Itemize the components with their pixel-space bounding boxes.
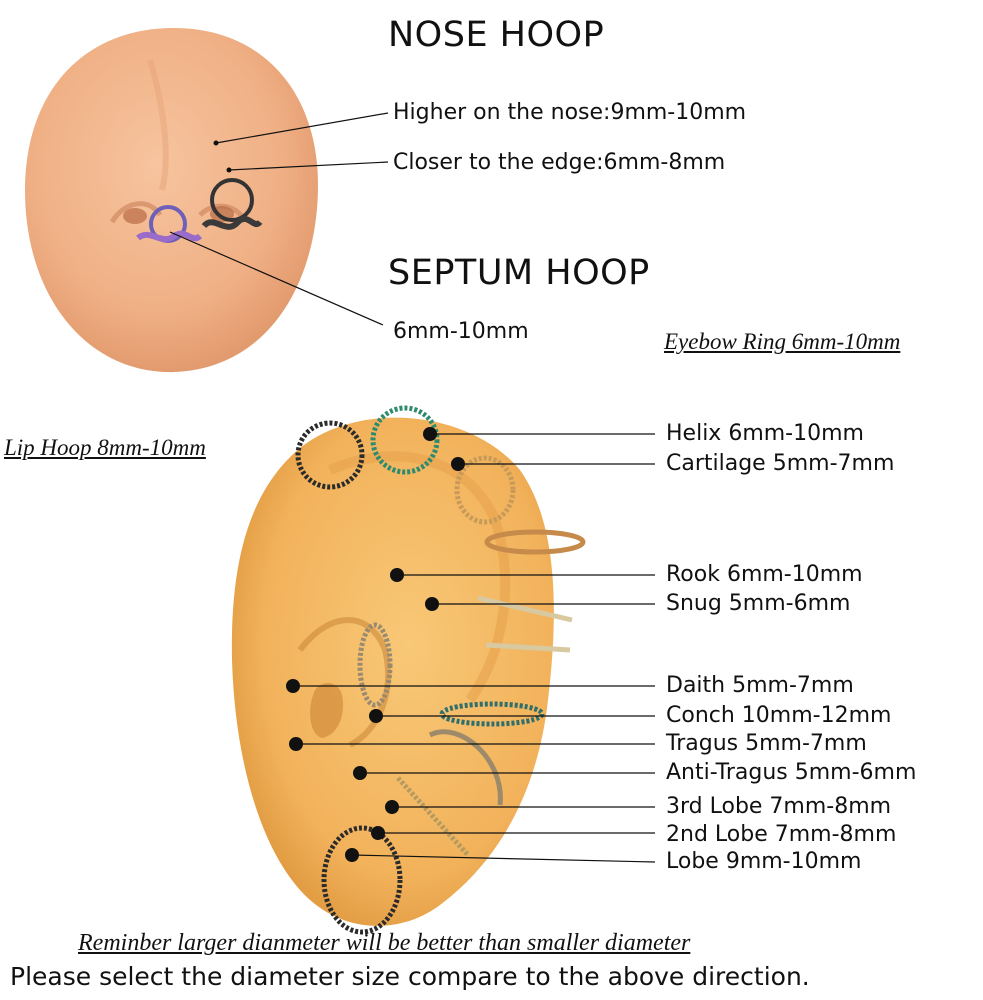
nose-model <box>25 27 318 373</box>
cartilage-ring <box>454 455 516 525</box>
cartilage-label: Cartilage 5mm-7mm <box>666 451 895 476</box>
nose-pointer-lines <box>169 112 389 326</box>
third-lobe-label: 3rd Lobe 7mm-8mm <box>666 794 892 819</box>
second-lobe-label: 2nd Lobe 7mm-8mm <box>666 822 897 847</box>
rook-label: Rook 6mm-10mm <box>666 562 863 587</box>
lobe-ring <box>321 825 403 935</box>
snug-bar <box>477 595 573 623</box>
septum-hoop-heading: SEPTUM HOOP <box>388 253 650 293</box>
conch-ring <box>439 701 545 727</box>
nose-hoop-heading: NOSE HOOP <box>388 15 605 55</box>
tragus-ring <box>428 729 503 806</box>
daith-ring <box>357 622 393 708</box>
lip-hoop-label: Lip Hoop 8mm-10mm <box>4 435 206 460</box>
nose-high-dot <box>213 140 219 146</box>
nose-edge-label: Closer to the edge:6mm-8mm <box>393 150 726 175</box>
tragus-label: Tragus 5mm-7mm <box>666 731 867 756</box>
septum-size-label: 6mm-10mm <box>393 319 529 344</box>
snug-bar-2 <box>485 642 571 653</box>
conch-label: Conch 10mm-12mm <box>666 703 892 728</box>
eyebrow-ring-label: Eyebow Ring 6mm-10mm <box>664 329 901 354</box>
snug-label: Snug 5mm-6mm <box>666 591 851 616</box>
eyebrow-ring <box>370 405 440 475</box>
ear-pointer-lines <box>293 433 656 863</box>
lobe-bar <box>396 776 470 857</box>
nostril-ring <box>201 178 263 230</box>
daith-label: Daith 5mm-7mm <box>666 673 854 698</box>
septum-ring <box>136 205 203 243</box>
helix-label: Helix 6mm-10mm <box>666 421 864 446</box>
reminder-text: Reminber larger dianmeter will be better… <box>78 930 691 956</box>
anti-tragus-label: Anti-Tragus 5mm-6mm <box>666 760 917 785</box>
lobe-label: Lobe 9mm-10mm <box>666 849 862 874</box>
nose-higher-label: Higher on the nose:9mm-10mm <box>393 100 747 125</box>
rook-ring <box>484 529 586 555</box>
lip-hoop <box>295 420 365 490</box>
instruction-text: Please select the diameter size compare … <box>10 962 810 991</box>
nose-edge-dot <box>226 167 232 173</box>
